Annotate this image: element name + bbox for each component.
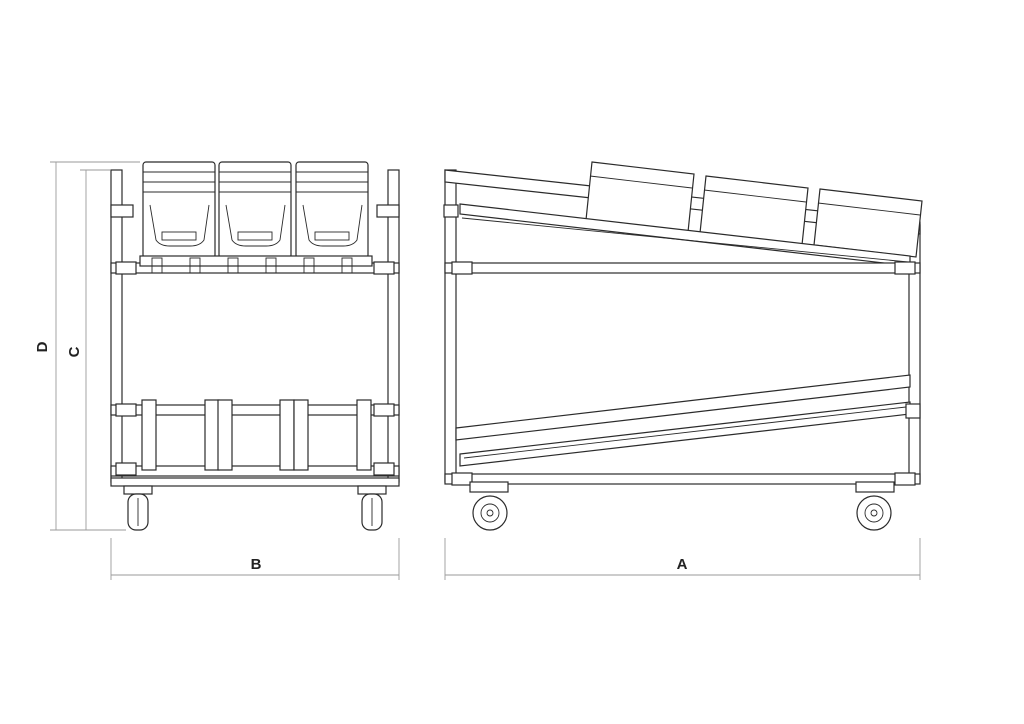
side-front-caster [855,481,895,531]
side-lower-inclined-rail [455,374,911,441]
front-base-crossbar [110,477,400,487]
front-view [110,161,400,531]
side-bottom-rail [444,473,921,485]
front-bins [142,161,369,259]
front-right-caster [357,485,387,531]
side-view [443,161,923,531]
front-lower-supports [141,399,372,471]
dimension-label-c: C [66,346,83,357]
front-lower-crossbar [110,465,400,477]
dimension-label-a: A [677,556,688,573]
front-left-caster [123,485,153,531]
side-bins [585,161,923,258]
dimension-label-b: B [251,556,262,573]
side-rear-caster [469,481,509,531]
side-upper-horizontal-rail [444,262,921,274]
dimension-label-d: D [34,341,51,352]
front-middle-crossbar [110,404,400,416]
dimension-lines [50,161,921,580]
